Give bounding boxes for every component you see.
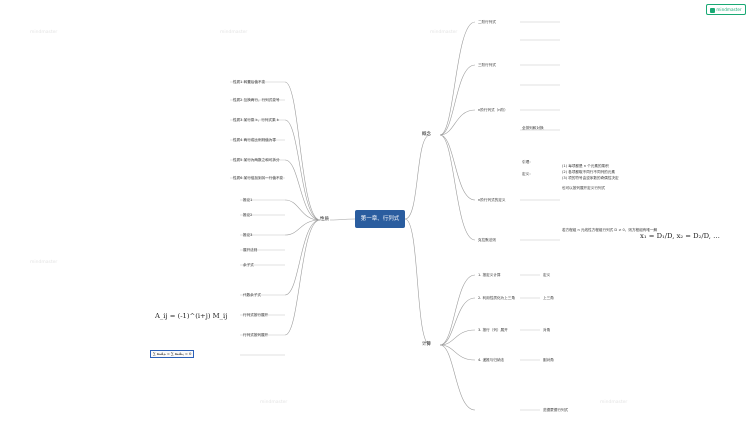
calc-sub-vandermonde: 范德蒙德行列式 [543,408,569,412]
node-note: 也可以按列展开定义行列式 [562,186,606,190]
calc-sub-antidiag: 副对角 [543,358,554,362]
property-4[interactable]: 性质4 两行成比例则值为零 [233,138,276,142]
root-node[interactable]: 第一章、行列式 [355,210,405,228]
watermark: mindmaster [30,30,58,35]
mindmaster-icon [710,7,716,13]
calc-item-1[interactable]: 1. 按定义计算 [478,273,501,277]
corollary-1[interactable]: 推论1 [243,198,253,202]
expand-row[interactable]: 行列式按行展开 [243,313,269,317]
watermark: mindmaster [600,400,628,405]
calc-item-2[interactable]: 2. 利用性质化为上三角 [478,296,515,300]
property-1[interactable]: 性质1 转置后值不变 [233,80,266,84]
property-5[interactable]: 性质5 某行为两数之和可拆分 [233,158,280,162]
node-rule-b: (2) 各项都取不同行不同列的元素 [562,170,615,174]
watermark: mindmaster [220,30,248,35]
leaf-lines [230,21,560,411]
calc-sub-diag: 对角 [543,328,551,332]
calc-sub-def: 定义 [543,273,551,277]
calc-sub-upper: 上三角 [543,296,554,300]
minor[interactable]: 余子式 [243,263,254,267]
node-def-n[interactable]: n阶行列式的定义 [478,198,506,202]
expand-col[interactable]: 行列式按列展开 [243,333,269,337]
property-2[interactable]: 性质2 互换两行，行列式变号 [233,98,280,102]
brand-logo: mindmaster [706,4,746,15]
node-permutation[interactable]: 全排列和对换 [522,126,544,130]
corollary-3[interactable]: 推论3 [243,233,253,237]
formula-sum: ∑ aᵢₖAⱼₖ = ∑ aₖᵢAₖⱼ = 0 [150,350,195,358]
node-def-label[interactable]: 定义： [522,172,533,176]
node-rule-a: (1) 每项都是 n 个元素的乘积 [562,164,609,168]
expand-rule[interactable]: 展开法则 [243,248,258,252]
calc-item-4[interactable]: 4. 递推与归纳法 [478,358,505,362]
corollary-2[interactable]: 推论2 [243,213,253,217]
watermark: mindmaster [30,260,58,265]
node-order3[interactable]: 三阶行列式 [478,63,496,67]
calc-item-3[interactable]: 3. 按行（列）展开 [478,328,508,332]
watermark: mindmaster [260,400,288,405]
property-3[interactable]: 性质3 某行乘 k，行列式乘 k [233,118,279,122]
node-order2[interactable]: 二阶行列式 [478,20,496,24]
node-rule-c: (3) 项的符号由逆序数的奇偶性决定 [562,176,619,180]
branch-overview[interactable]: 概念 [422,132,431,137]
branch-calc[interactable]: 计算 [422,342,431,347]
watermark: mindmaster [430,30,458,35]
node-lemma[interactable]: 引理： [522,160,533,164]
property-6[interactable]: 性质6 某行倍加到另一行值不变 [233,176,284,180]
node-cramer-desc: 若方程组 n 元线性方程组行列式 D ≠ 0，则方程组有唯一解 [562,228,658,232]
node-cramer[interactable]: 克拉默法则 [478,238,496,242]
branch-property[interactable]: 性质 [320,217,329,222]
formula-cofactor: A_ij = (-1)^(i+j) M_ij [155,312,228,320]
connector-lines [284,21,476,411]
cofactor[interactable]: 代数余子式 [243,293,261,297]
formula-cramer: x₁ = D₁/D, x₂ = D₂/D, … [640,232,720,240]
node-nordinal[interactable]: n阶行列式（n阶） [478,108,508,112]
